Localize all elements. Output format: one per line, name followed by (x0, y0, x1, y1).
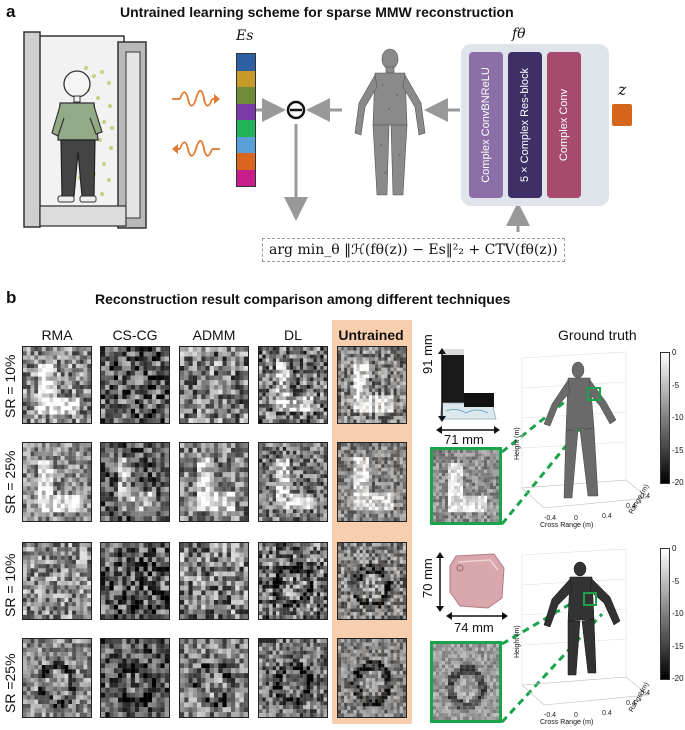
colorbar-tick: -20 (672, 674, 684, 683)
colorbar-1-ticks: 0 -5 -10 -15 -20 (672, 348, 685, 488)
reconstruction-tile-r2-admm (179, 442, 249, 522)
z-label: z (618, 80, 626, 99)
dimension-arrow-horizontal-2 (446, 612, 508, 620)
dimension-arrow-vertical-1 (438, 348, 446, 422)
colorbar-2 (660, 548, 670, 680)
colorbar-tick: -15 (672, 446, 684, 455)
gt2-height-axis: Height (m) (514, 625, 521, 658)
reconstruction-tile-r1-rma (22, 346, 92, 424)
column-header-rma: RMA (22, 327, 92, 343)
layer-label-2: Complex Conv (558, 89, 570, 161)
dimension-arrow-vertical-2 (436, 552, 444, 612)
column-header-dl: DL (258, 327, 328, 343)
layer-res-block: 5 × Complex Res-block (508, 52, 542, 198)
network-label: fθ (512, 26, 526, 42)
reconstruction-tile-r4-dl (258, 638, 328, 718)
object2-width-text: 74 mm (454, 620, 494, 635)
row-label-1: SR = 10% (2, 355, 18, 418)
layer-label-1: 5 × Complex Res-block (519, 68, 531, 182)
reconstruction-tile-r1-cscg (100, 346, 170, 424)
wave-signal-top (172, 88, 220, 110)
row-label-4: SR =25% (2, 653, 18, 713)
reconstruction-tile-r1-untrained (337, 346, 407, 424)
reconstruction-tile-r2-dl (258, 442, 328, 522)
row-label-2: SR = 25% (2, 451, 18, 514)
reconstruction-tile-r2-untrained (337, 442, 407, 522)
panel-b-title: Reconstruction result comparison among d… (95, 291, 510, 307)
object2-height: 70 mm (420, 558, 435, 598)
wave-signal-bottom (172, 138, 220, 160)
layer-label-0: Complex ConvBNReLU (480, 67, 492, 183)
colorbar-tick: -15 (672, 642, 684, 651)
reconstruction-tile-r3-rma (22, 542, 92, 620)
panel-a-letter: a (6, 2, 15, 22)
reconstruction-tile-r3-admm (179, 542, 249, 620)
reconstruction-tile-r3-cscg (100, 542, 170, 620)
network-label-text: fθ (512, 26, 526, 42)
reconstruction-tile-r2-rma (22, 442, 92, 522)
object2-width: 74 mm (454, 620, 494, 635)
ground-truth-label: Ground truth (558, 327, 637, 343)
object1-height-text: 91 mm (420, 334, 435, 374)
es-label: Es (236, 28, 253, 44)
colorbar-tick: -10 (672, 413, 684, 422)
reconstruction-tile-r4-admm (179, 638, 249, 718)
z-input-box (612, 104, 632, 126)
column-header-cs-cg: CS-CG (100, 327, 170, 343)
panel-b-letter: b (6, 288, 16, 308)
reconstruction-tile-r3-untrained (337, 542, 407, 620)
subtract-icon (286, 100, 306, 120)
reconstruction-tile-r2-cscg (100, 442, 170, 522)
layer-complex-convbnrelu: Complex ConvBNReLU (469, 52, 503, 198)
layer-complex-conv: Complex Conv (547, 52, 581, 198)
formula-text: arg min_θ ‖ℋ(fθ(z)) − Es‖²₂ + CTV(fθ(z)) (269, 242, 558, 258)
colorbar-tick: -5 (672, 381, 679, 390)
gt1-cross-range-axis: Cross Range (m) (540, 522, 593, 529)
reconstruction-tile-r4-untrained (337, 638, 407, 718)
colorbar-1 (660, 352, 670, 484)
panel-a-title: Untrained learning scheme for sparse MMW… (120, 4, 514, 20)
object1-width: 71 mm (444, 432, 484, 447)
object1-width-text: 71 mm (444, 432, 484, 447)
reconstruction-tile-r4-rma (22, 638, 92, 718)
scanner-illustration (14, 28, 164, 233)
reconstruction-tile-r1-admm (179, 346, 249, 424)
objective-formula: arg min_θ ‖ℋ(fθ(z)) − Es‖²₂ + CTV(fθ(z)) (262, 238, 565, 262)
zoom-inset-2 (430, 641, 502, 723)
colorbar-tick: 0 (672, 348, 676, 357)
colorbar-tick: -5 (672, 577, 679, 586)
colorbar-tick: 0 (672, 544, 676, 553)
es-label-text: Es (236, 28, 253, 44)
object2-height-text: 70 mm (420, 558, 435, 598)
reconstructed-human-figure (345, 45, 435, 200)
zoom-inset-1 (430, 447, 502, 525)
object-disc-photo (446, 552, 508, 610)
gt2-cross-range-axis: Cross Range (m) (540, 719, 593, 726)
reconstruction-tile-r3-dl (258, 542, 328, 620)
reconstruction-grid (22, 346, 412, 726)
z-label-text: z (618, 80, 626, 99)
object1-height: 91 mm (420, 334, 435, 374)
column-header-admm: ADMM (179, 327, 249, 343)
colorbar-tick: -10 (672, 609, 684, 618)
reconstruction-tile-r4-cscg (100, 638, 170, 718)
reconstruction-tile-r1-dl (258, 346, 328, 424)
gt1-height-axis: Height (m) (514, 427, 521, 460)
row-label-3: SR = 10% (2, 554, 18, 617)
colorbar-2-ticks: 0 -5 -10 -15 -20 (672, 544, 685, 684)
column-header-untrained: Untrained (336, 327, 406, 343)
colorbar-tick: -20 (672, 478, 684, 487)
